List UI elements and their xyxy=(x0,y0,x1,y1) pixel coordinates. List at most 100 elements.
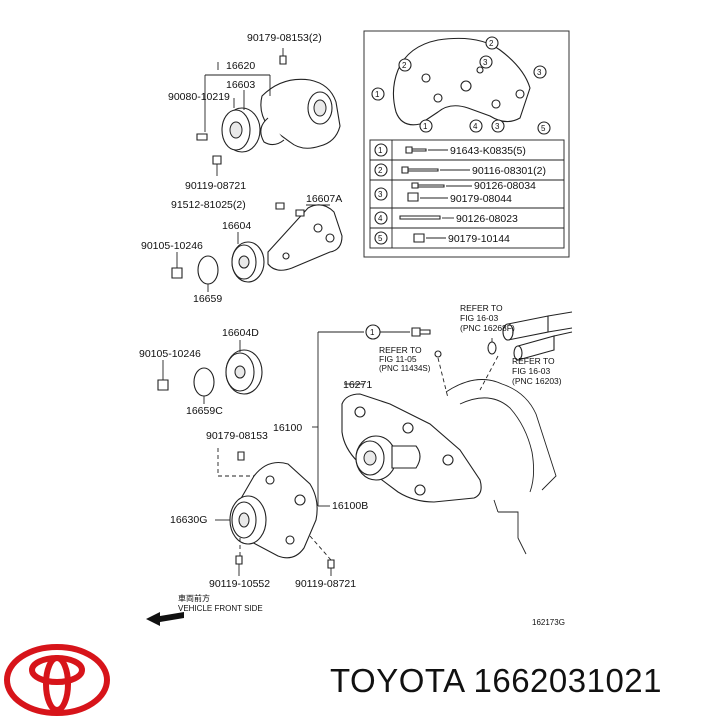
hose-lower-extend xyxy=(553,331,573,337)
water-pump-hub xyxy=(363,450,377,466)
bracket-hole xyxy=(325,233,335,243)
label-90105-10246: 90105-10246 xyxy=(141,240,203,252)
legend-num-circle xyxy=(374,143,388,157)
bolt-icon xyxy=(411,327,431,337)
pulley-cover xyxy=(197,255,219,285)
legend-row-3: 3 90126-08034 90179-08044 xyxy=(374,180,536,205)
inset-callouts: 2 2 3 1 3 1 4 3 5 xyxy=(371,36,551,135)
arrow-left-icon xyxy=(146,612,184,626)
label-16659c: 16659C xyxy=(186,405,223,417)
pump-mount xyxy=(260,117,285,146)
label-16604: 16604 xyxy=(222,220,251,232)
callout-circle xyxy=(419,119,433,133)
housing-hole xyxy=(460,80,472,92)
callout-number: 4 xyxy=(473,122,478,131)
dashed-guide xyxy=(309,535,332,561)
o-ring xyxy=(487,341,497,355)
label-16100b: 16100B xyxy=(332,500,368,512)
callout-number: 1 xyxy=(375,90,380,99)
pulley-hub xyxy=(229,121,243,139)
callout-number: 1 xyxy=(370,328,375,337)
label-16271: 16271 xyxy=(343,379,372,391)
vehicle-front-en: VEHICLE FRONT SIDE xyxy=(178,604,263,613)
label-16603: 16603 xyxy=(226,79,255,91)
label-16607a: 16607A xyxy=(306,193,342,205)
bolt-icon xyxy=(171,267,183,279)
hose-upper-extend xyxy=(547,311,573,317)
legend-table xyxy=(369,139,565,249)
callout-number: 5 xyxy=(541,124,546,133)
label-90080-10219: 90080-10219 xyxy=(168,91,230,103)
dashed-guide xyxy=(479,355,499,391)
callout-circle xyxy=(485,36,499,50)
legend-num: 1 xyxy=(378,146,383,155)
legend-num-circle xyxy=(374,163,388,177)
housing-hole xyxy=(491,99,501,109)
legend-row-4: 4 90126-08023 xyxy=(374,211,518,225)
bracket-hole xyxy=(265,475,275,485)
legend-part-secondary: 90179-08044 xyxy=(450,193,512,205)
legend-num: 4 xyxy=(378,214,383,223)
bolt-icon xyxy=(275,202,285,210)
legend-part: 90116-08301(2) xyxy=(472,165,546,177)
nut-icon xyxy=(413,233,425,243)
lower-left-assembly xyxy=(215,448,335,576)
stud-icon xyxy=(411,182,445,189)
idler-pulley-hub xyxy=(234,365,246,379)
callout-circle xyxy=(479,55,493,69)
legend-row-5: 5 90179-10144 xyxy=(374,231,510,245)
bracket-hole xyxy=(285,535,295,545)
brand-part-title: TOYOTA 1662031021 xyxy=(330,662,662,700)
water-pump-shaft xyxy=(391,445,421,469)
pulley-cover xyxy=(193,367,215,397)
label-90105-10246-b: 90105-10246 xyxy=(139,348,201,360)
engine-housing-tail xyxy=(498,511,527,555)
legend-part: 91643-K0835(5) xyxy=(450,145,526,157)
callout-circle xyxy=(371,87,385,101)
callout-circle xyxy=(533,65,547,79)
housing-hole xyxy=(421,73,431,83)
inset-frame xyxy=(363,30,570,258)
legend-num-circle xyxy=(374,231,388,245)
bolt-icon xyxy=(401,166,439,174)
callout-circle xyxy=(398,58,412,72)
label-16620: 16620 xyxy=(226,60,255,72)
bracket-hole xyxy=(313,223,323,233)
legend-num: 3 xyxy=(378,190,383,199)
figure-code: 162173G xyxy=(532,618,565,627)
stud-icon xyxy=(399,215,441,220)
pump-cover-hub xyxy=(313,99,327,117)
gasket-hole xyxy=(414,484,426,496)
label-90119-08721-b: 90119-08721 xyxy=(295,578,356,590)
refer3-line3: (PNC 16203) xyxy=(512,376,562,386)
callout-number: 3 xyxy=(495,122,500,131)
bolt-icon xyxy=(157,379,169,391)
callout-circle xyxy=(469,119,483,133)
bolt-icon xyxy=(212,155,222,165)
callout-number: 2 xyxy=(402,61,407,70)
bolt-icon xyxy=(295,209,305,217)
callout-number: 2 xyxy=(489,39,494,48)
callout-circle xyxy=(491,119,505,133)
label-16630g: 16630G xyxy=(170,514,207,526)
refer1-line3: (PNC 11434S) xyxy=(379,364,431,373)
legend-part: 90126-08023 xyxy=(456,213,518,225)
refer1-line1: REFER TO xyxy=(379,345,422,355)
bracket-hole xyxy=(282,252,290,260)
gasket-hole xyxy=(402,422,414,434)
hose-upper-extend xyxy=(547,327,573,333)
label-16100: 16100 xyxy=(273,422,302,434)
callout-circle xyxy=(537,121,551,135)
housing-hole xyxy=(433,93,443,103)
callout-number: 3 xyxy=(537,68,542,77)
nut-icon xyxy=(407,192,419,202)
refer1-line2: FIG 11-05 xyxy=(379,354,417,364)
hose-upper-end xyxy=(502,323,514,341)
bolt-icon xyxy=(405,146,427,154)
engine-housing xyxy=(445,379,557,491)
vehicle-front-jp: 車両前方 xyxy=(178,593,210,603)
legend-num: 2 xyxy=(378,166,383,175)
housing-hole xyxy=(476,66,484,74)
bolt-icon xyxy=(279,55,287,65)
